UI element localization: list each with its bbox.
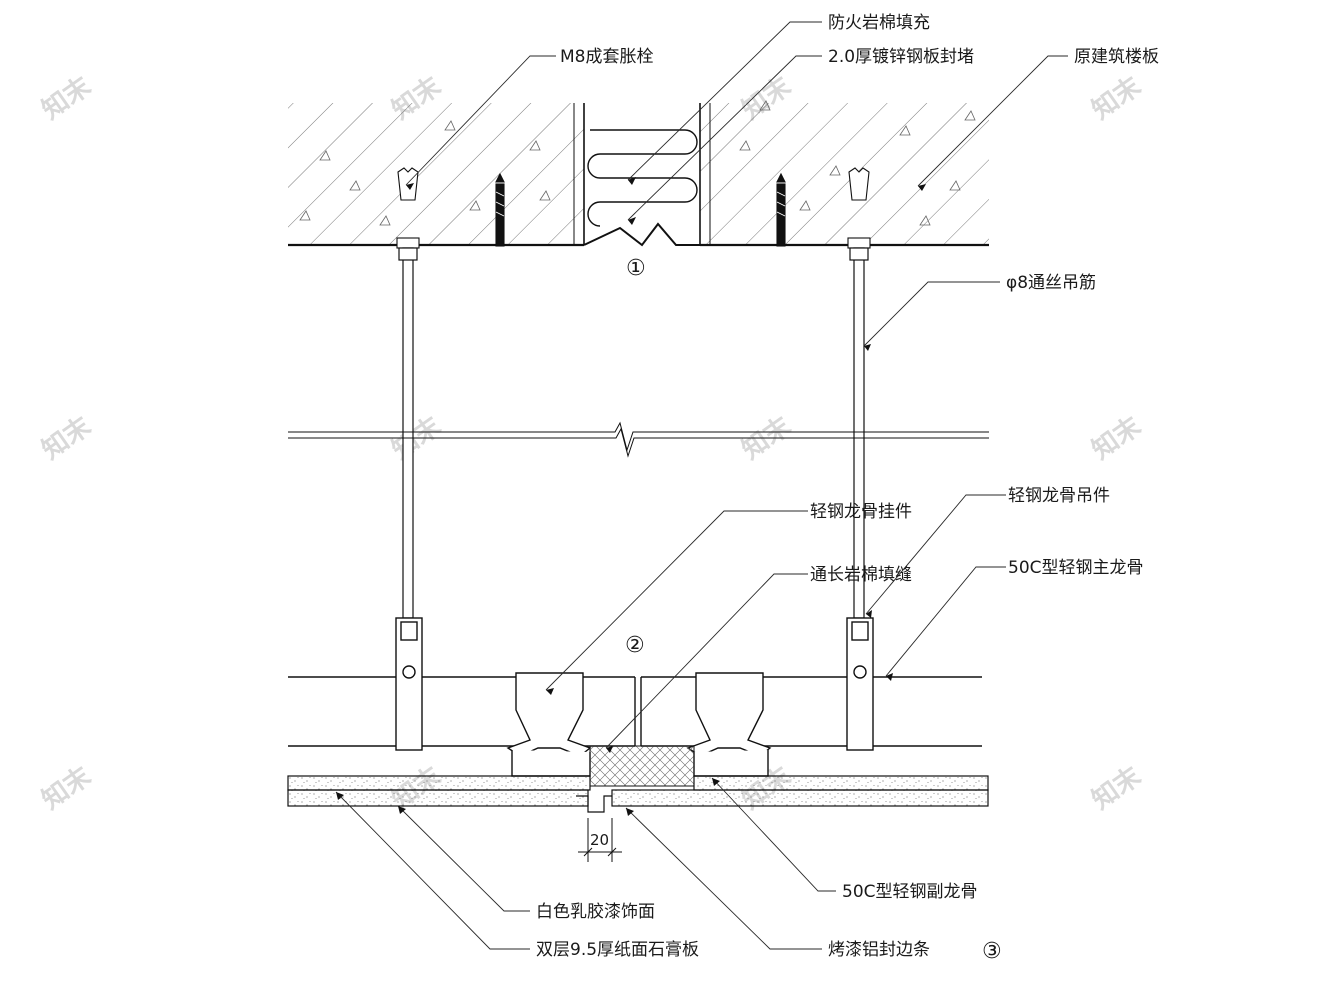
main-keel bbox=[288, 676, 982, 747]
watermark: 知末 bbox=[37, 761, 98, 816]
gypsum-boards bbox=[287, 775, 989, 813]
label-fire-rockwool: 防火岩棉填充 bbox=[828, 13, 930, 33]
watermark: 知末 bbox=[1087, 411, 1148, 466]
label-alu-strip: 烤漆铝封边条 bbox=[828, 940, 930, 960]
dimension-label: 20 bbox=[590, 831, 609, 849]
hanger-clips bbox=[506, 672, 772, 757]
label-latex-paint: 白色乳胶漆饰面 bbox=[536, 902, 655, 922]
break-line bbox=[288, 421, 989, 458]
leader-arrows bbox=[336, 177, 926, 816]
label-hanger: 轻钢龙骨吊件 bbox=[1008, 486, 1110, 506]
hanger-rods bbox=[398, 247, 869, 619]
marker-3: ③ bbox=[982, 939, 1002, 964]
fire-rockwool-fill bbox=[587, 129, 698, 227]
galvanized-plate bbox=[583, 222, 700, 247]
label-hanger-clip: 轻钢龙骨挂件 bbox=[810, 502, 912, 522]
dimension-20 bbox=[578, 818, 622, 862]
watermark: 知末 bbox=[1087, 761, 1148, 816]
marker-2: ② bbox=[625, 633, 645, 658]
label-gypsum-board: 双层9.5厚纸面石膏板 bbox=[536, 939, 699, 960]
marker-1: ① bbox=[626, 256, 646, 281]
label-m8-bolt: M8成套胀栓 bbox=[560, 47, 653, 67]
label-rockwool-joint: 通长岩棉填缝 bbox=[810, 565, 912, 585]
concrete-slab bbox=[288, 100, 989, 247]
keel-hangers bbox=[395, 617, 874, 751]
label-rod: φ8通丝吊筋 bbox=[1006, 273, 1096, 293]
watermark: 知末 bbox=[37, 411, 98, 466]
leader-lines bbox=[335, 21, 1068, 950]
watermark: 知末 bbox=[1087, 71, 1148, 126]
label-galvanized-plate: 2.0厚镀锌钢板封堵 bbox=[828, 47, 974, 67]
label-sub-keel: 50C型轻钢副龙骨 bbox=[842, 882, 978, 902]
label-main-keel: 50C型轻钢主龙骨 bbox=[1008, 558, 1144, 578]
rockwool-joint bbox=[589, 745, 695, 787]
label-original-slab: 原建筑楼板 bbox=[1074, 47, 1159, 67]
watermark: 知末 bbox=[37, 71, 98, 126]
